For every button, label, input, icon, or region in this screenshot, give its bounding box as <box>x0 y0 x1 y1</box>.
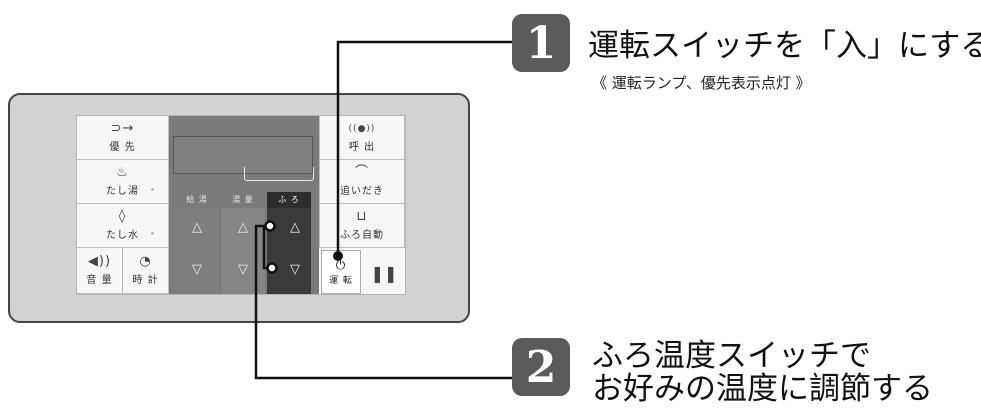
auto-bath-label: ふろ自動 <box>340 230 384 241</box>
lcd-screen <box>173 136 314 181</box>
bath-column-label: ふ ろ <box>267 192 311 208</box>
clock-label: 時 計 <box>132 275 159 286</box>
hot-water-column <box>175 208 219 294</box>
run-label: 運 転 <box>329 276 353 286</box>
water-volume-column-label: 湯 量 <box>232 195 254 204</box>
display-area: 給 湯 湯 量 ふ ろ △ △ △ ▽ ▽ ▽ <box>169 116 319 294</box>
remote-controller-panel: ⊃→ 優 先 ♨ たし湯 ◊ たし水 ◀)) 音 量 ◔ 時 計 給 湯 湯 量 <box>8 93 470 323</box>
add-cold-water-icon: ◊ <box>118 209 127 224</box>
add-cold-water-label: たし水 <box>106 230 139 241</box>
step-1-subtitle: 《 運転ランプ、優先表示点灯 》 <box>592 74 811 92</box>
water-volume-column <box>221 208 265 294</box>
add-hot-water-button[interactable]: ♨ たし湯 <box>77 160 169 204</box>
clock-icon: ◔ <box>139 254 152 269</box>
pause-icon: ❚❚ <box>370 263 398 283</box>
step-1-title: 運転スイッチを「入」にする <box>588 28 981 64</box>
call-label: 呼 出 <box>348 142 376 153</box>
step-1-badge: 1 <box>512 14 570 72</box>
add-hot-water-label: たし湯 <box>106 186 139 197</box>
call-icon: ((●)) <box>348 124 376 134</box>
auto-bath-icon: ⊔ <box>356 209 368 224</box>
volume-label: 音 量 <box>86 275 113 286</box>
volume-icon: ◀)) <box>87 254 112 269</box>
step-2-title: ふろ温度スイッチで お好みの温度に調節する <box>592 340 933 406</box>
step-2-title-line2: お好みの温度に調節する <box>592 371 933 407</box>
priority-icon: ⊃→ <box>110 121 135 136</box>
reheat-label: 追いだき <box>340 186 384 197</box>
reheat-button[interactable]: ⌒ 追いだき <box>319 160 405 204</box>
indicator-dot <box>151 188 154 191</box>
priority-button[interactable]: ⊃→ 優 先 <box>77 116 169 160</box>
hot-water-up-button[interactable]: △ <box>192 220 202 235</box>
auto-bath-button[interactable]: ⊔ ふろ自動 <box>319 204 405 248</box>
step-2-badge: 2 <box>512 338 570 396</box>
hot-water-down-button[interactable]: ▽ <box>192 262 202 277</box>
bath-temp-down-button[interactable]: ▽ <box>290 262 300 277</box>
volume-button[interactable]: ◀)) 音 量 <box>77 248 123 294</box>
water-volume-up-button[interactable]: △ <box>238 220 248 235</box>
add-hot-water-icon: ♨ <box>116 165 129 180</box>
pause-button[interactable]: ❚❚ <box>367 260 401 286</box>
add-cold-water-button[interactable]: ◊ たし水 <box>77 204 169 248</box>
call-button[interactable]: ((●)) 呼 出 <box>319 116 405 160</box>
indicator-dot <box>151 232 154 235</box>
panel-face: ⊃→ 優 先 ♨ たし湯 ◊ たし水 ◀)) 音 量 ◔ 時 計 給 湯 湯 量 <box>76 115 406 295</box>
clock-button[interactable]: ◔ 時 計 <box>123 248 169 294</box>
power-icon: ⏻ <box>335 258 347 272</box>
hot-water-column-label: 給 湯 <box>186 195 208 204</box>
screen-bracket <box>244 167 314 181</box>
priority-label: 優 先 <box>109 142 136 153</box>
water-volume-down-button[interactable]: ▽ <box>238 262 248 277</box>
step-2-title-line1: ふろ温度スイッチで <box>592 338 871 374</box>
reheat-icon: ⌒ <box>354 165 369 180</box>
bath-temp-up-button[interactable]: △ <box>290 220 300 235</box>
